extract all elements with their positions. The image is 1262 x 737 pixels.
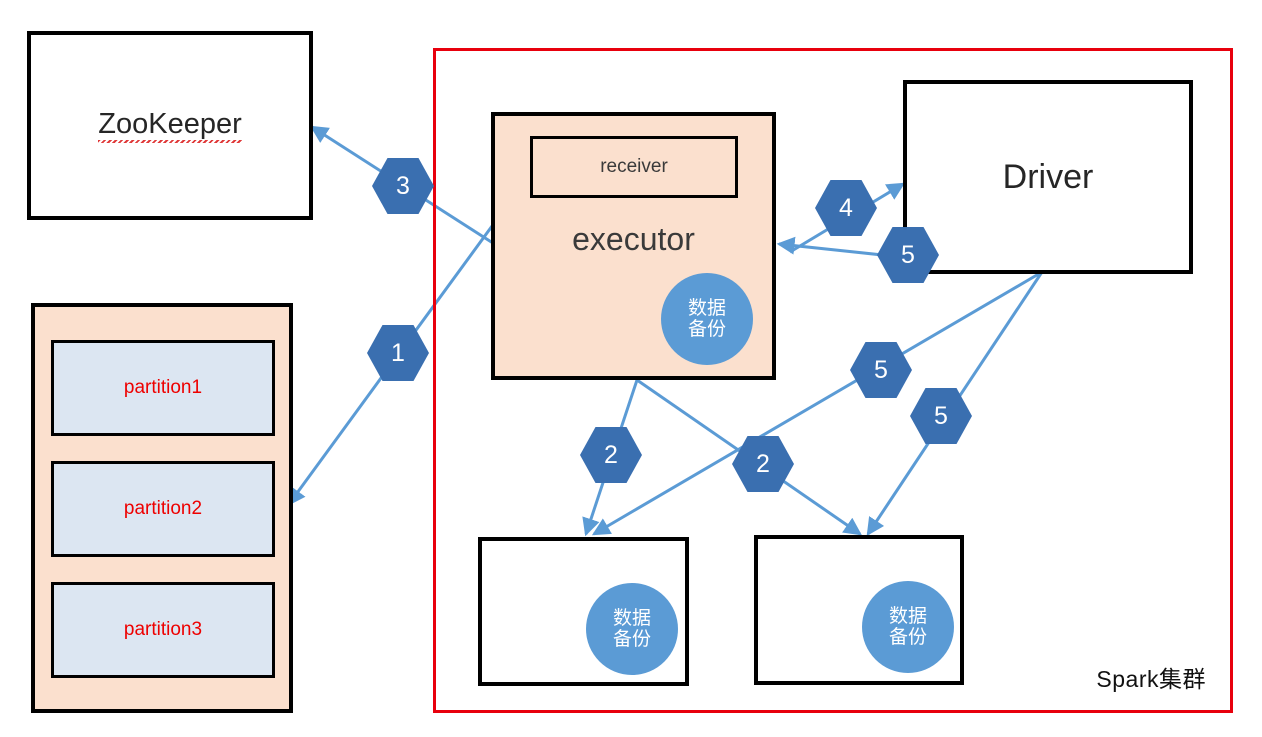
data-backup-circle: 数据 备份 [862,581,954,673]
data-backup-line-2: 备份 [888,627,927,648]
partition-label: partition2 [123,498,203,519]
spark-cluster-boundary: Spark集群 [433,48,1233,713]
receiver-node[interactable]: receiver [530,136,738,198]
zookeeper-node[interactable]: ZooKeeper [27,31,313,220]
partition-cell-3[interactable]: partition3 [51,582,275,678]
spark-cluster-label: Spark集群 [1096,666,1206,692]
data-backup-line-1: 数据 [612,607,651,629]
partition-cell-1[interactable]: partition1 [51,340,275,436]
receiver-label: receiver [600,156,668,177]
step-badge-3: 3 [372,158,434,214]
data-backup-line-1: 数据 [687,297,726,319]
zookeeper-label: ZooKeeper [98,108,242,143]
data-backup-line-2: 备份 [612,629,651,650]
data-backup-line-2: 备份 [687,319,726,340]
partition-container: partition1 partition2 partition3 [31,303,293,713]
step-badge-1: 1 [367,325,429,381]
backup-executor-node-right[interactable]: 数据 备份 [754,535,964,685]
partition-label: partition1 [123,377,203,398]
partition-cell-2[interactable]: partition2 [51,461,275,557]
data-backup-circle: 数据 备份 [661,273,753,365]
data-backup-line-1: 数据 [888,605,927,627]
driver-label: Driver [1002,157,1094,196]
partition-label: partition3 [123,619,203,640]
executor-label: executor [572,221,695,257]
backup-executor-node-left[interactable]: 数据 备份 [478,537,689,686]
data-backup-circle: 数据 备份 [586,583,678,675]
driver-node[interactable]: Driver [903,80,1193,274]
executor-node[interactable]: receiver executor 数据 备份 [491,112,776,380]
